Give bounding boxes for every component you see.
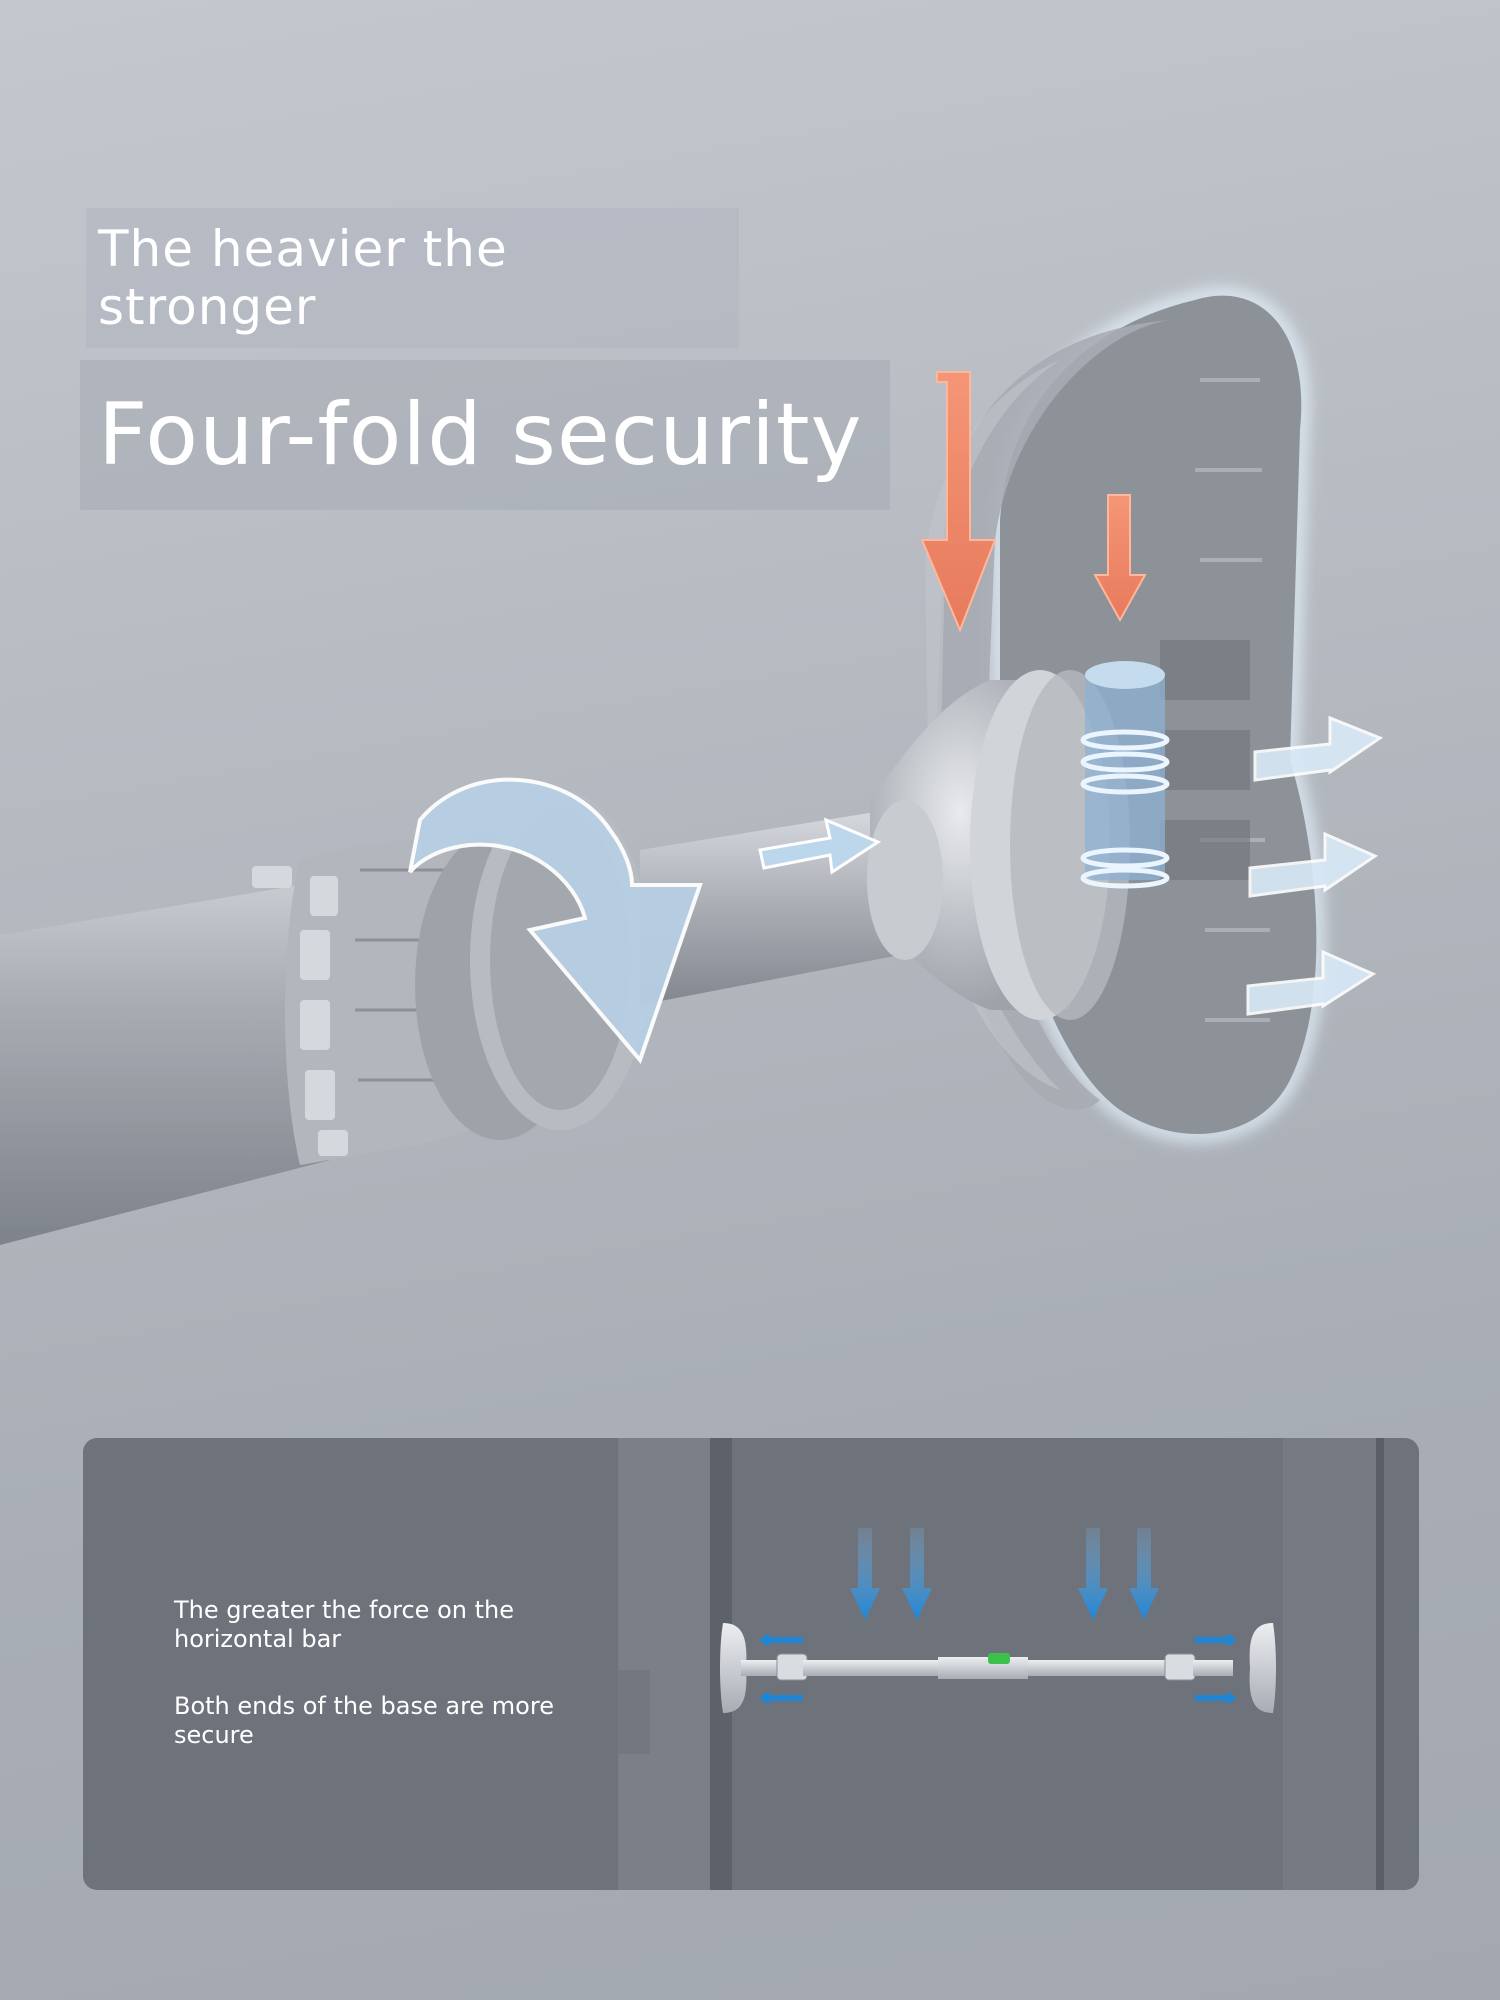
spring [1080, 661, 1170, 889]
pressure-arrow-large-icon [920, 371, 997, 633]
push-arrow-icon [758, 817, 882, 875]
caption-force: The greater the force on the horizontal … [165, 1586, 565, 1670]
force-down-arrow-2-icon [902, 1528, 932, 1620]
force-down-arrow-3-icon [1078, 1528, 1108, 1620]
side-arrow-left-bottom-icon [759, 1691, 803, 1705]
outer-tube [0, 880, 330, 1245]
rotation-arrow-icon [408, 777, 703, 1064]
pullup-bar [720, 1623, 1276, 1713]
side-arrow-right-top-icon [1195, 1633, 1237, 1647]
product-illustration [0, 288, 1384, 1245]
outward-arrow-1-icon [1253, 715, 1384, 782]
pressure-arrow-small-icon [1093, 494, 1147, 623]
headline-title: Four-fold security [80, 360, 890, 510]
explanation-panel: The greater the force on the horizontal … [83, 1438, 1419, 1890]
force-down-arrow-4-icon [1129, 1528, 1159, 1620]
pullup-bar-diagram [720, 1528, 1276, 1713]
panel-wall-band [618, 1438, 710, 1890]
side-arrow-left-top-icon [759, 1633, 803, 1647]
level-bubble-icon [988, 1653, 1010, 1664]
headline-subtitle: The heavier the stronger [86, 208, 739, 348]
outward-arrow-3-icon [1246, 949, 1377, 1016]
caption-secure: Both ends of the base are more secure [165, 1670, 650, 1754]
force-down-arrow-1-icon [850, 1528, 880, 1620]
side-arrow-right-bottom-icon [1195, 1691, 1237, 1705]
panel-wall-band-right [1283, 1438, 1378, 1890]
panel-wall-edge-right [1376, 1438, 1384, 1890]
outward-arrow-2-icon [1248, 831, 1379, 898]
